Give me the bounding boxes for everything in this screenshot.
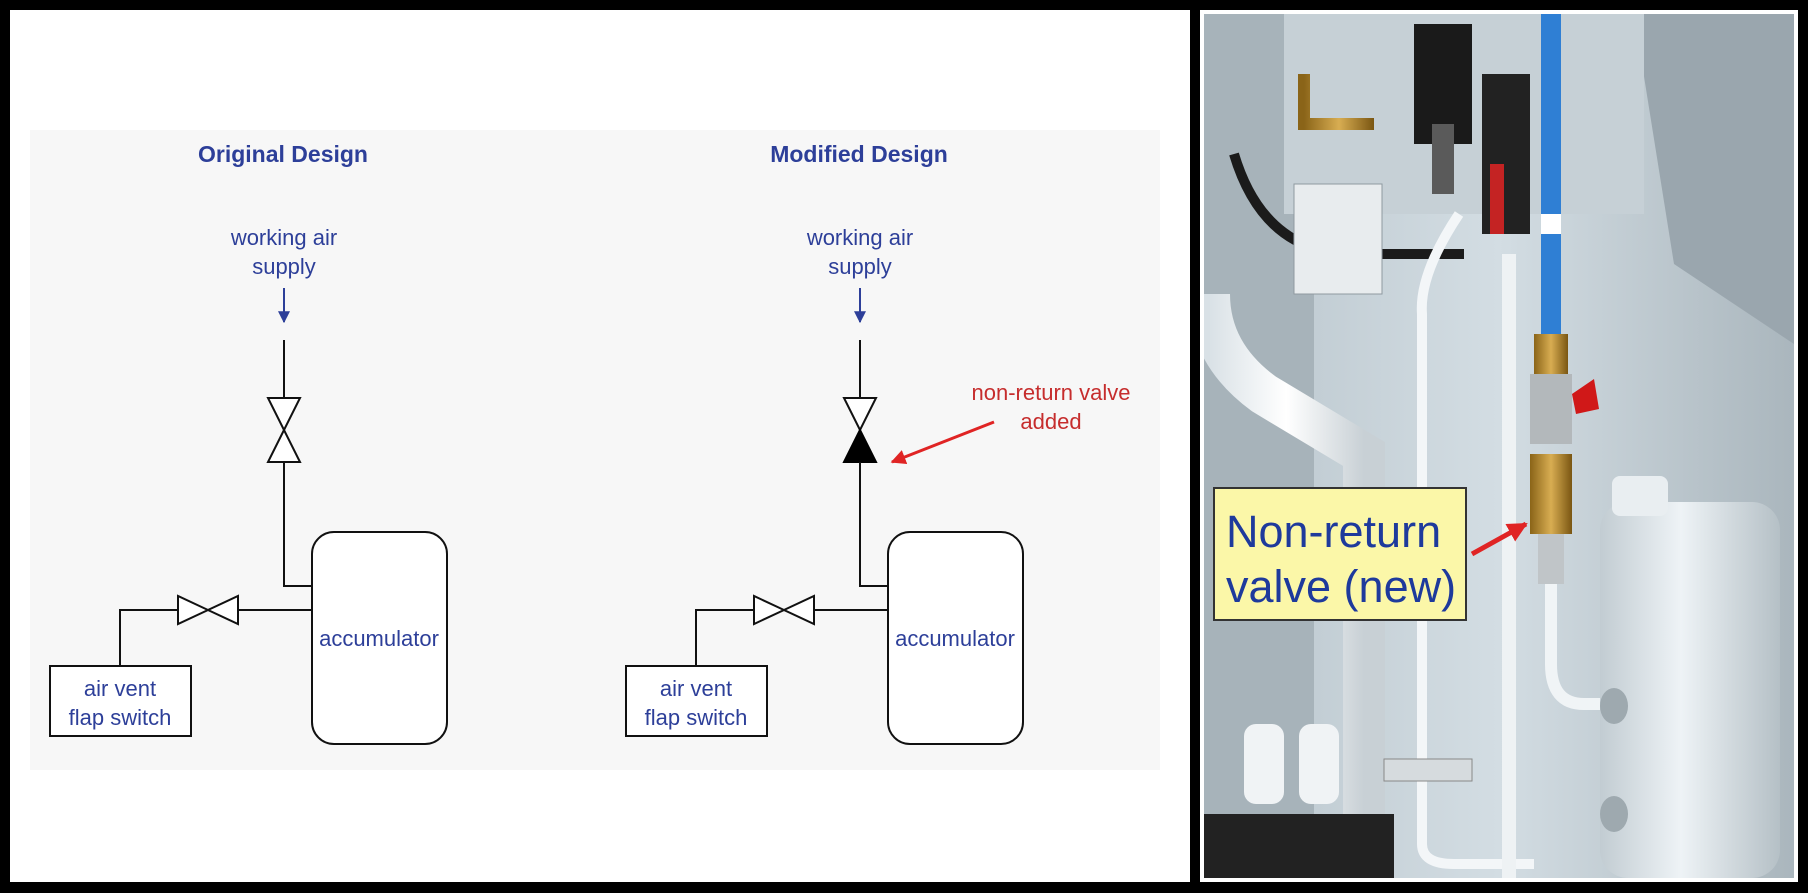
modified-accumulator xyxy=(887,531,1024,745)
ball-valve-handle xyxy=(1572,379,1599,414)
original-vent-switch-box xyxy=(49,665,192,737)
original-switch-pipe xyxy=(119,609,178,666)
blue-pipe-band xyxy=(1541,214,1561,234)
non-return-annotation-line2: added xyxy=(1020,409,1081,434)
base-block xyxy=(1204,814,1394,878)
left-white-pipe xyxy=(1204,293,1385,878)
modified-design-title: Modified Design xyxy=(770,141,948,167)
info-plate xyxy=(1293,183,1383,295)
original-feed-pipe xyxy=(283,462,312,587)
modified-vent-switch-box xyxy=(625,665,768,737)
callout-line2: valve (new) xyxy=(1226,561,1456,612)
modified-vent-label-line2: flap switch xyxy=(645,705,748,730)
installation-photo: Non-return valve (new) xyxy=(1204,14,1794,878)
regulator-bowl xyxy=(1432,124,1454,194)
modified-vent-label-line1: air vent xyxy=(660,676,732,701)
tank-cap xyxy=(1612,476,1668,516)
modified-switch-pipe xyxy=(695,609,754,666)
callout-box xyxy=(1213,487,1467,621)
red-tag xyxy=(1490,164,1504,234)
white-tubing xyxy=(1416,211,1534,869)
elbow-fitting-right xyxy=(1299,724,1339,804)
small-label-plate xyxy=(1383,758,1473,782)
non-return-valve-body xyxy=(1530,454,1572,534)
callout-arrow xyxy=(1470,521,1528,557)
original-valve-top xyxy=(266,397,302,433)
modified-supply-label-line1: working air xyxy=(806,225,913,250)
modified-accumulator-label: accumulator xyxy=(895,626,1015,651)
non-return-annotation-line1: non-return valve xyxy=(972,380,1131,405)
original-design: Original Design working air supply accum… xyxy=(49,141,448,745)
schematic-panel: Original Design working air supply accum… xyxy=(10,10,1190,882)
tank-port-lower xyxy=(1600,796,1628,832)
original-vent-valve-right xyxy=(205,594,239,626)
original-supply-label-line1: working air xyxy=(230,225,337,250)
lower-fitting xyxy=(1538,534,1564,584)
brass-union xyxy=(1534,334,1568,374)
solenoid-block xyxy=(1482,74,1530,234)
tank-port-upper xyxy=(1600,688,1628,724)
original-design-title: Original Design xyxy=(198,141,368,167)
original-vent-label-line1: air vent xyxy=(84,676,156,701)
modified-design: Modified Design working air supply non-r… xyxy=(625,141,1131,745)
modified-feed-pipe xyxy=(859,462,888,587)
non-return-annotation-arrow xyxy=(890,420,995,465)
elbow-fitting-left xyxy=(1244,724,1284,804)
original-vent-label-line2: flap switch xyxy=(69,705,172,730)
photo-panel: Non-return valve (new) xyxy=(1200,10,1798,882)
original-accumulator xyxy=(311,531,448,745)
schematic-diagram: Original Design working air supply accum… xyxy=(30,130,1160,770)
modified-vent-valve-right xyxy=(781,594,815,626)
modified-valve-top xyxy=(842,397,878,433)
original-supply-label-line2: supply xyxy=(252,254,316,279)
brass-fitting-upper xyxy=(1298,74,1374,130)
ball-valve-body xyxy=(1530,374,1572,444)
blue-supply-pipe xyxy=(1541,14,1561,334)
feed-tubing xyxy=(1545,584,1614,710)
overhead-duct xyxy=(1634,14,1794,344)
original-accumulator-label: accumulator xyxy=(319,626,439,651)
modified-supply-label-line2: supply xyxy=(828,254,892,279)
callout-line1: Non-return xyxy=(1226,506,1441,557)
accumulator-tank xyxy=(1600,502,1780,878)
